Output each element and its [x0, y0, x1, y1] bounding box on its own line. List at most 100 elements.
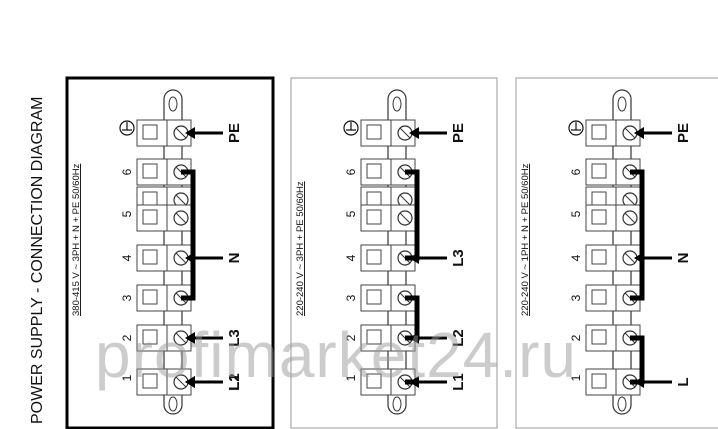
terminal-number-4: 4	[569, 254, 583, 261]
terminal-clamp-left	[136, 324, 170, 352]
feed-label-pe: PE	[450, 123, 467, 143]
terminal-number-6: 6	[344, 168, 358, 175]
terminal	[136, 119, 192, 147]
arrow-head	[634, 252, 644, 264]
terminal-cage	[591, 249, 607, 265]
screw-slot	[175, 194, 187, 206]
feed-label-l3: L3	[450, 249, 467, 267]
panel-frame	[65, 76, 275, 429]
terminal-cage	[142, 373, 158, 389]
arrow-head	[409, 332, 419, 344]
screw-slot	[175, 252, 187, 264]
feed-label-l2: L2	[450, 329, 467, 347]
terminal-clamp-left	[360, 119, 394, 147]
earth-icon	[343, 120, 359, 136]
panel-frame	[290, 77, 498, 429]
arrow-head	[409, 127, 419, 139]
terminal-number-4: 4	[120, 254, 134, 261]
terminal	[360, 284, 416, 312]
terminal-cage	[142, 163, 158, 179]
screw-slot	[624, 194, 636, 206]
arrow-head	[185, 252, 195, 264]
terminal	[585, 368, 641, 396]
feed-arrow-l2	[409, 332, 447, 344]
feed-label-l1: L1	[450, 373, 467, 391]
terminal	[136, 244, 192, 272]
terminal-cage	[366, 329, 382, 345]
terminal-number-4: 4	[344, 254, 358, 261]
feed-arrow-l3	[185, 332, 223, 344]
feed-label-n: N	[675, 253, 692, 264]
panel-frame	[515, 77, 718, 429]
terminal	[136, 204, 192, 232]
feed-arrow-l3	[409, 252, 447, 264]
terminal-cage	[366, 191, 382, 207]
terminal-cage	[591, 209, 607, 225]
feed-label-pe: PE	[675, 123, 692, 143]
bridge-link	[181, 169, 196, 301]
terminal-cage	[142, 124, 158, 140]
terminal-cage	[591, 163, 607, 179]
arrow-head	[409, 252, 419, 264]
panel-spec-text: 380-415 V ~ 3PH + N + PE 50/60Hz	[71, 163, 82, 316]
mount-hole-bottom	[617, 396, 627, 412]
terminal	[585, 119, 641, 147]
earth-icon	[568, 120, 584, 136]
screw-slot	[399, 194, 411, 206]
terminal-clamp-left	[585, 119, 619, 147]
panel-spec-text: 220-240 V ~ 3PH + PE 50/60Hz	[295, 181, 306, 316]
terminal	[360, 324, 416, 352]
terminal	[360, 368, 416, 396]
terminal	[585, 204, 641, 232]
screw-slot	[175, 127, 187, 139]
terminal-cage	[366, 373, 382, 389]
feed-arrow-pe	[185, 127, 223, 139]
terminal-number-5: 5	[569, 210, 583, 217]
feed-label-l2: L2	[226, 373, 243, 391]
terminal-number-5: 5	[120, 210, 134, 217]
terminal-number-3: 3	[120, 294, 134, 301]
bridge-link	[630, 169, 645, 301]
arrow-head	[185, 332, 195, 344]
mount-hole-bottom	[168, 396, 178, 412]
terminal-number-1: 1	[569, 374, 583, 381]
feed-arrow-l	[634, 376, 672, 388]
feed-arrow-pe	[409, 127, 447, 139]
feed-arrow-n	[185, 252, 223, 264]
feed-label-l3: L3	[226, 329, 243, 347]
screw-slot	[175, 376, 187, 388]
terminal-number-3: 3	[344, 294, 358, 301]
mount-hole-top	[392, 96, 402, 112]
terminal-cage	[591, 373, 607, 389]
panels-group: 380-415 V ~ 3PH + N + PE 50/60Hz 6 5 4 3 2 1 PE…	[65, 76, 718, 429]
terminal	[360, 204, 416, 232]
terminal-cage	[591, 289, 607, 305]
terminal-number-1: 1	[344, 374, 358, 381]
feed-label-n: N	[226, 253, 243, 264]
terminal	[585, 158, 641, 186]
screw-slot	[624, 212, 636, 224]
screw-slot	[399, 212, 411, 224]
terminal	[136, 324, 192, 352]
panel-spec-text: 220-240 V ~ 1PH + N + PE 50/60Hz	[520, 163, 531, 316]
mount-hole-top	[617, 96, 627, 112]
terminal-cage	[142, 289, 158, 305]
diagram-title: POWER SUPPLY - CONNECTION DIAGRAM	[29, 97, 46, 424]
screw-slot	[624, 127, 636, 139]
feed-arrow-l1	[409, 376, 447, 388]
terminal-cage	[142, 329, 158, 345]
screw-slot	[175, 332, 187, 344]
terminal-cage	[366, 289, 382, 305]
terminal-number-3: 3	[569, 294, 583, 301]
terminal-cage	[591, 124, 607, 140]
screw-slot	[399, 127, 411, 139]
mount-hole-bottom	[392, 396, 402, 412]
screw-slot	[175, 212, 187, 224]
feed-label-l1: L1	[226, 373, 243, 391]
terminal-number-2: 2	[120, 334, 134, 341]
arrow-head	[634, 376, 644, 388]
watermark: profimarket24.ru	[95, 319, 577, 391]
